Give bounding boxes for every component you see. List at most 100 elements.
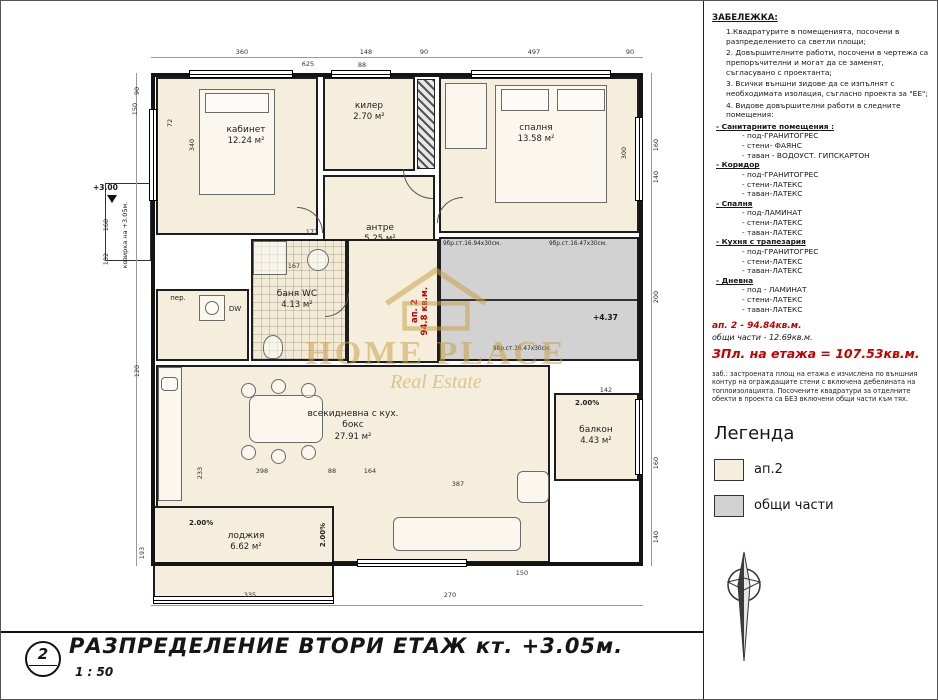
dim-label: 497	[527, 48, 541, 56]
room-label-laundry: пер.	[159, 294, 197, 303]
chair-icon	[271, 449, 286, 464]
drawing-title: РАЗПРЕДЕЛЕНИЕ ВТОРИ ЕТАЖ кт. +3.05м.	[69, 634, 624, 658]
stair-note: 8бр.ст.16.47х30см.	[493, 346, 551, 352]
window	[357, 559, 467, 567]
drawing-number-bubble: 2	[25, 641, 61, 677]
room-name: килер	[354, 101, 384, 111]
finish-room: - Кухня с трапезария	[716, 237, 806, 247]
finish-room: - Санитарните помещения :	[716, 121, 835, 131]
room-area: 12.24 м²	[227, 136, 265, 147]
finish-spec: - под-ГРАНИТОГРЕС	[742, 246, 819, 256]
sofa-icon	[393, 517, 521, 551]
finish-spec: - под-ЛАМИНАТ	[742, 208, 802, 218]
washer-drum-icon	[205, 301, 219, 315]
dimension-line	[651, 73, 652, 566]
shower-icon	[253, 241, 287, 275]
dim-label: 300	[620, 146, 628, 160]
room-name: балкон	[579, 425, 613, 435]
finish-spec: - стени-ЛАТЕКС	[742, 295, 803, 305]
finish-spec: - стени-ЛАТЕКС	[742, 179, 803, 189]
disclaimer-text: заб.: застроената площ на етажа е изчисл…	[712, 369, 918, 404]
dim-label: 72	[166, 118, 174, 128]
room-area: 27.91 м²	[334, 431, 372, 442]
dim-label: 270	[443, 591, 457, 599]
stair-note: 9бр.ст.16.47х30см.	[549, 241, 607, 247]
room-area: 13.58 м²	[517, 134, 555, 145]
room-area: 4.13 м²	[281, 300, 313, 311]
north-compass-icon	[712, 549, 776, 667]
dim-label: 140	[652, 530, 660, 544]
note-line: 1.Квадратурите в помещенията, посочени в…	[726, 27, 900, 46]
dim-label: 90	[419, 48, 429, 56]
right-panel: ЗАБЕЛЕЖКА: 1.Квадратурите в помещенията,…	[703, 1, 937, 699]
room-label-bedroom: спалня 13.58 м²	[481, 123, 591, 145]
room-label-bathroom: баня WC 4.13 м²	[259, 289, 335, 311]
finish-room: - Дневна	[716, 275, 754, 285]
stair-landing-line	[441, 299, 637, 301]
room-label-balcony: балкон 4.43 м²	[561, 425, 631, 447]
washer-icon	[199, 295, 225, 321]
level-label: +3.00	[93, 183, 118, 192]
wardrobe-icon	[445, 83, 487, 149]
room-label-living: всекидневна с кух. бокс 27.91 м²	[301, 409, 405, 442]
window	[149, 109, 157, 201]
finish-spec: - стени-ЛАТЕКС	[742, 256, 803, 266]
area-total: ЗПл. на етажа = 107.53кв.м.	[712, 346, 920, 362]
room-area: 4.43 м²	[580, 436, 612, 447]
dim-label: 387	[451, 480, 465, 488]
room-name: антре	[366, 223, 394, 233]
armchair-icon	[517, 471, 549, 503]
watermark-house-icon	[385, 266, 487, 331]
chair-icon	[301, 445, 316, 460]
dining-table-icon	[249, 395, 323, 443]
dimension-line	[136, 73, 137, 566]
level-marker-icon	[107, 195, 117, 203]
chair-icon	[271, 379, 286, 394]
dim-label: 142	[599, 386, 613, 394]
watermark-text-1: HOME PLACE	[305, 335, 567, 372]
finish-spec: - таван - ВОДОУСТ. ГИПСКАРТОН	[742, 150, 870, 160]
finish-spec: - таван-ЛАТЕКС	[742, 227, 803, 237]
room-name: всекидневна с кух. бокс	[307, 409, 399, 431]
finish-spec: - таван-ЛАТЕКС	[742, 266, 803, 276]
dim-label: 200	[652, 290, 660, 304]
dim-label: 90	[625, 48, 635, 56]
title-divider	[1, 631, 703, 633]
window	[635, 117, 643, 201]
dim-label: 150	[515, 569, 529, 577]
finish-spec: - стени-ЛАТЕКС	[742, 218, 803, 228]
pillow-icon	[205, 93, 269, 113]
watermark-text-2: Real Estate	[390, 371, 482, 393]
finish-spec: - под-ГРАНИТОГРЕС	[742, 169, 819, 179]
canopy-outline	[105, 183, 151, 261]
room-name: баня WC	[276, 289, 318, 299]
finish-room: - Коридор	[716, 160, 760, 170]
area-unit: ап. 2 - 94.84кв.м.	[712, 321, 802, 332]
notes-heading: ЗАБЕЛЕЖКА:	[712, 13, 778, 23]
room-area: 5.25 м²	[364, 234, 396, 245]
dim-label: 340	[188, 138, 196, 152]
finish-spec: - стени- ФАЯНС	[742, 141, 802, 151]
window	[331, 70, 391, 78]
chair-icon	[241, 383, 256, 398]
stair-level-label: +4.37	[593, 313, 618, 322]
room-balcony	[554, 393, 639, 481]
window	[189, 70, 293, 78]
finish-spec: - таван-ЛАТЕКС	[742, 189, 803, 199]
area-common: общи части - 12.69кв.м.	[712, 332, 813, 342]
stair-note: 9бр.ст.16.94х30см.	[443, 241, 501, 247]
dim-label: 160	[652, 138, 660, 152]
pillow-icon	[557, 89, 605, 111]
dim-label: 335	[243, 591, 257, 599]
legend-label: ап.2	[754, 461, 783, 477]
dim-label: 160	[652, 456, 660, 470]
stairwell	[439, 237, 639, 361]
dim-label: 233	[196, 466, 204, 480]
finish-spec: - таван-ЛАТЕКС	[742, 304, 803, 314]
room-label-office: кабинет 12.24 м²	[201, 125, 291, 147]
room-name: пер.	[170, 294, 186, 302]
dim-label: 167	[287, 262, 301, 270]
drawing-number: 2	[37, 645, 49, 663]
toilet-icon	[263, 335, 283, 359]
